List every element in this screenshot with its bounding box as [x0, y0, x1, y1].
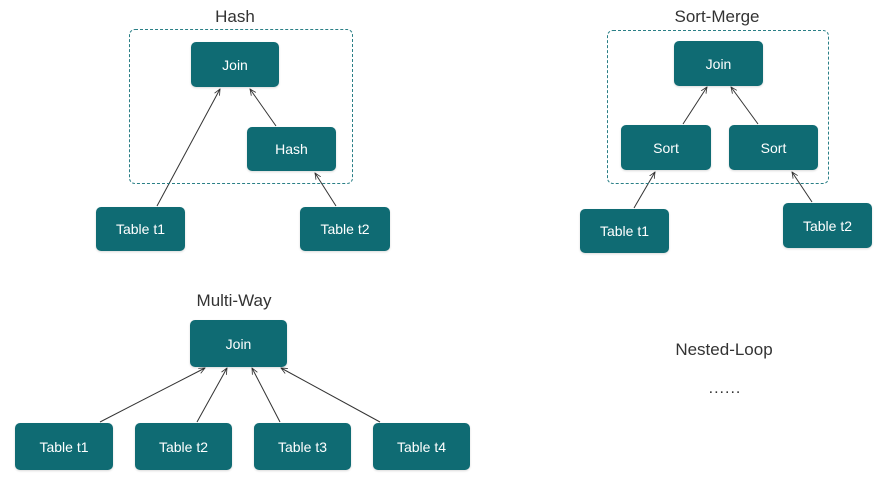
edge-hash-t1-to-join — [156, 89, 220, 207]
edge-sm-sortleft-to-join — [682, 87, 707, 125]
multi-way-join-node: Join — [190, 320, 287, 367]
sort-merge-table-t2-node: Table t2 — [783, 203, 872, 248]
edge-mw-t3-to-join — [252, 368, 281, 423]
hash-table-t1-node: Table t1 — [96, 207, 185, 251]
sort-left-node: Sort — [621, 125, 711, 170]
multi-way-title: Multi-Way — [196, 291, 272, 310]
multi-way-table-t4-label: Table t4 — [396, 438, 447, 455]
hash-table-t1-label: Table t1 — [115, 221, 166, 237]
more-ellipsis: ...... — [708, 380, 742, 397]
sort-left-label: Sort — [653, 139, 679, 156]
sort-merge-table-t1-node: Table t1 — [580, 209, 669, 253]
edge-hash-hashnode-to-join — [250, 89, 277, 127]
hash-title: Hash — [215, 7, 255, 26]
multi-way-table-t2-node: Table t2 — [135, 423, 232, 470]
multi-way-table-t1-node: Table t1 — [15, 423, 113, 470]
multi-way-table-t2-label: Table t2 — [158, 438, 209, 455]
sort-merge-dashed-group — [607, 30, 829, 184]
edge-sm-t1-to-sortleft — [633, 172, 655, 209]
hash-table-t2-node: Table t2 — [300, 207, 390, 251]
multi-way-table-t1-label: Table t1 — [39, 438, 89, 455]
multi-way-table-t4-node: Table t4 — [373, 423, 470, 470]
multi-way-join-label: Join — [225, 335, 252, 352]
nested-loop-title: Nested-Loop — [675, 340, 773, 359]
edge-sm-t2-to-sortright — [792, 172, 813, 203]
edge-mw-t1-to-join — [99, 368, 205, 423]
sort-merge-join-node: Join — [674, 41, 763, 86]
hash-table-t2-label: Table t2 — [320, 221, 370, 237]
hash-build-label: Hash — [275, 141, 308, 157]
sort-right-node: Sort — [729, 125, 818, 170]
edge-mw-t4-to-join — [281, 368, 381, 423]
sort-merge-table-t2-label: Table t2 — [802, 217, 853, 234]
multi-way-table-t3-node: Table t3 — [254, 423, 351, 470]
sort-right-label: Sort — [760, 139, 787, 156]
hash-dashed-group — [129, 29, 353, 184]
sort-merge-join-label: Join — [705, 55, 732, 72]
hash-join-node: Join — [191, 42, 279, 87]
multi-way-table-t3-label: Table t3 — [277, 438, 328, 455]
sort-merge-title: Sort-Merge — [674, 7, 760, 26]
hash-build-node: Hash — [247, 127, 336, 171]
hash-join-label: Join — [222, 56, 248, 73]
sort-merge-table-t1-label: Table t1 — [599, 223, 650, 239]
edge-sm-sortright-to-join — [731, 87, 759, 125]
edge-mw-t2-to-join — [196, 368, 227, 423]
edge-hash-t2-to-hashnode — [315, 173, 337, 207]
